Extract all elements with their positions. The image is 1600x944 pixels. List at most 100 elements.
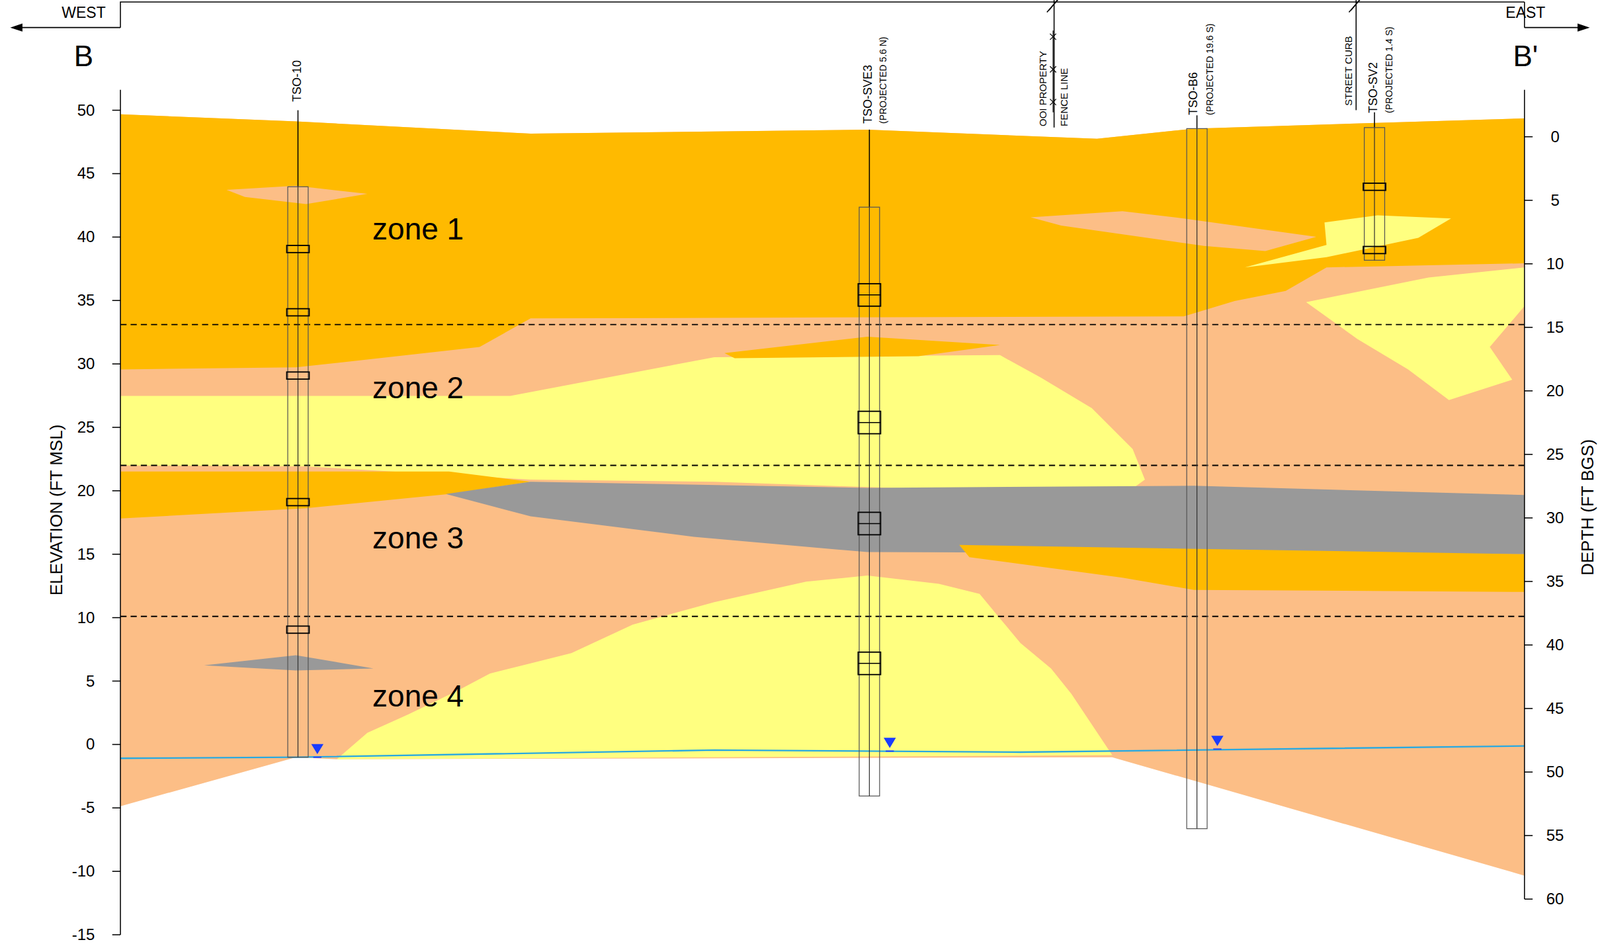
sample-interval — [287, 371, 310, 379]
depth-tick: 45 — [1546, 699, 1565, 717]
axis-tick — [112, 807, 121, 809]
axis-tick — [112, 109, 121, 112]
gravel-layer — [336, 575, 1112, 760]
water-level-symbol — [885, 750, 894, 753]
elevation-tick: 5 — [85, 672, 95, 690]
water-level-symbol — [311, 744, 325, 755]
well-casing — [1364, 127, 1386, 261]
axis-tick — [112, 553, 121, 555]
well-casing — [859, 207, 880, 796]
depth-tick: 60 — [1546, 890, 1565, 908]
sample-interval — [287, 498, 310, 506]
zone-boundary — [120, 464, 1525, 467]
depth-tick: 25 — [1546, 445, 1565, 464]
axis-tick — [1524, 199, 1533, 202]
section-letter: B' — [1513, 40, 1539, 73]
sample-interval — [857, 283, 881, 307]
axis-tick — [112, 363, 121, 365]
axis-tick — [1524, 453, 1533, 456]
axis-tick — [1524, 898, 1533, 900]
zone-boundary — [120, 615, 1525, 618]
elevation-tick: 0 — [85, 735, 95, 753]
sample-interval — [857, 662, 881, 665]
axis-tick — [1524, 771, 1533, 773]
boring-line — [1196, 115, 1198, 129]
axis-title: DEPTH (FT BGS) — [1578, 439, 1598, 576]
elevation-tick: 10 — [77, 608, 96, 626]
zone-label: zone 4 — [372, 679, 464, 714]
axis-title: ELEVATION (FT MSL) — [46, 424, 67, 596]
property-line — [1049, 0, 1362, 128]
property-label: FENCE LINE — [1058, 68, 1071, 127]
depth-tick: 35 — [1546, 572, 1565, 590]
axis-tick — [1524, 517, 1533, 519]
projection-note: (PROJECTED 1.4 S) — [1384, 27, 1395, 114]
axis-tick — [1524, 390, 1533, 392]
projection-note: (PROJECTED 19.6 S) — [1205, 23, 1216, 116]
axis-line — [1523, 89, 1526, 899]
sample-interval — [857, 511, 881, 535]
depth-tick: 10 — [1546, 255, 1565, 273]
boring-line — [297, 186, 299, 757]
water-level-symbol — [1213, 748, 1222, 750]
projection-note: (PROJECTED 5.6 N) — [878, 36, 889, 124]
silt-layer — [120, 114, 1525, 876]
boring-line — [1196, 128, 1198, 829]
property-label: OOI PROPERTY — [1037, 50, 1049, 127]
sample-interval — [857, 421, 881, 424]
axis-tick — [112, 426, 121, 428]
zone-label: zone 2 — [372, 371, 464, 405]
elevation-tick: 50 — [77, 101, 96, 119]
depth-tick: 20 — [1546, 382, 1565, 400]
depth-tick: 0 — [1550, 128, 1559, 146]
fence-symbol — [1049, 66, 1056, 73]
elevation-tick: 30 — [77, 355, 96, 373]
zone-label: zone 1 — [372, 211, 464, 246]
boring-name: TSO-SVE3 — [861, 64, 876, 124]
axis-tick — [1524, 644, 1533, 646]
clay-layer — [445, 481, 1525, 555]
fence-symbol — [1049, 33, 1056, 40]
gravel-lens — [1244, 215, 1452, 268]
axis-tick — [112, 744, 121, 746]
elevation-tick: -5 — [80, 799, 95, 817]
axis-tick — [1524, 136, 1533, 138]
depth-tick: 40 — [1546, 636, 1565, 654]
axis-tick — [112, 933, 121, 936]
elevation-tick: 25 — [77, 418, 96, 436]
sample-interval — [857, 523, 881, 525]
sample-interval — [1363, 183, 1386, 191]
boring-line — [869, 207, 870, 796]
boring-line — [297, 110, 299, 188]
direction-arrow — [9, 23, 23, 32]
section-bracket — [120, 1, 1525, 28]
elevation-tick: 20 — [77, 482, 96, 500]
direction-arrow — [1577, 23, 1591, 32]
water-level-symbol — [883, 737, 897, 748]
gravel-lens — [1306, 267, 1525, 401]
silt-lens — [1030, 210, 1317, 251]
boring-name: TSO-SV2 — [1367, 62, 1381, 114]
axis-tick — [1524, 707, 1533, 710]
sand-layer — [959, 545, 1525, 592]
section-letter: B — [74, 40, 94, 73]
axis-tick — [112, 870, 121, 872]
well-casing — [1186, 128, 1208, 829]
boring-line — [869, 129, 871, 208]
zone-boundary — [120, 324, 1525, 326]
sample-interval — [287, 245, 310, 253]
depth-tick: 15 — [1546, 318, 1565, 337]
sample-interval — [857, 294, 881, 296]
axis-tick — [112, 680, 121, 682]
boring-name: TSO-10 — [291, 60, 305, 102]
elevation-tick: 35 — [77, 291, 96, 309]
axis-tick — [1524, 263, 1533, 265]
axis-tick — [1524, 834, 1533, 837]
water-level-symbol — [1211, 735, 1224, 746]
boring-line — [1373, 112, 1376, 128]
sample-interval — [287, 308, 310, 317]
boring-name: TSO-B6 — [1187, 72, 1201, 116]
well-casing — [287, 186, 309, 757]
elevation-tick: 45 — [77, 164, 96, 182]
